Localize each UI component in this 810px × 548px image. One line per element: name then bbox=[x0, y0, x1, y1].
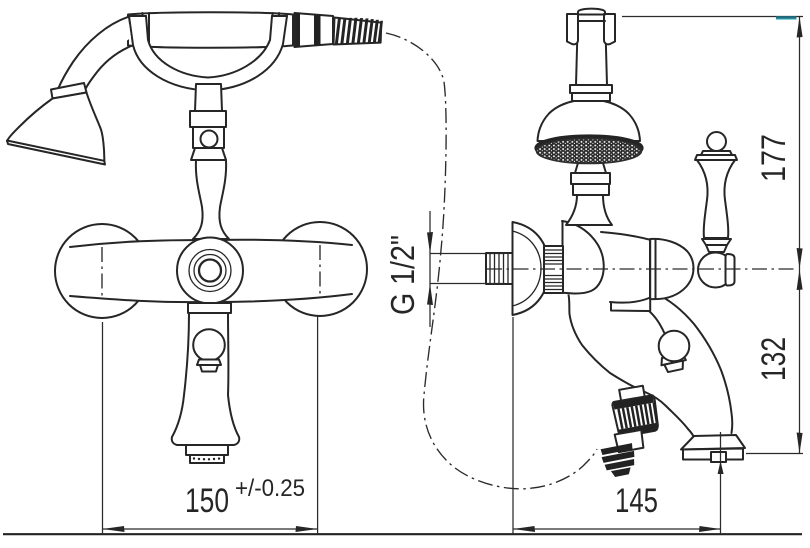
svg-text:+/-0.25: +/-0.25 bbox=[235, 475, 305, 502]
svg-text:177: 177 bbox=[755, 134, 793, 182]
svg-text:145: 145 bbox=[615, 482, 658, 520]
svg-text:150: 150 bbox=[185, 482, 229, 520]
svg-text:132: 132 bbox=[755, 337, 793, 381]
svg-text:G 1/2": G 1/2" bbox=[384, 235, 421, 315]
